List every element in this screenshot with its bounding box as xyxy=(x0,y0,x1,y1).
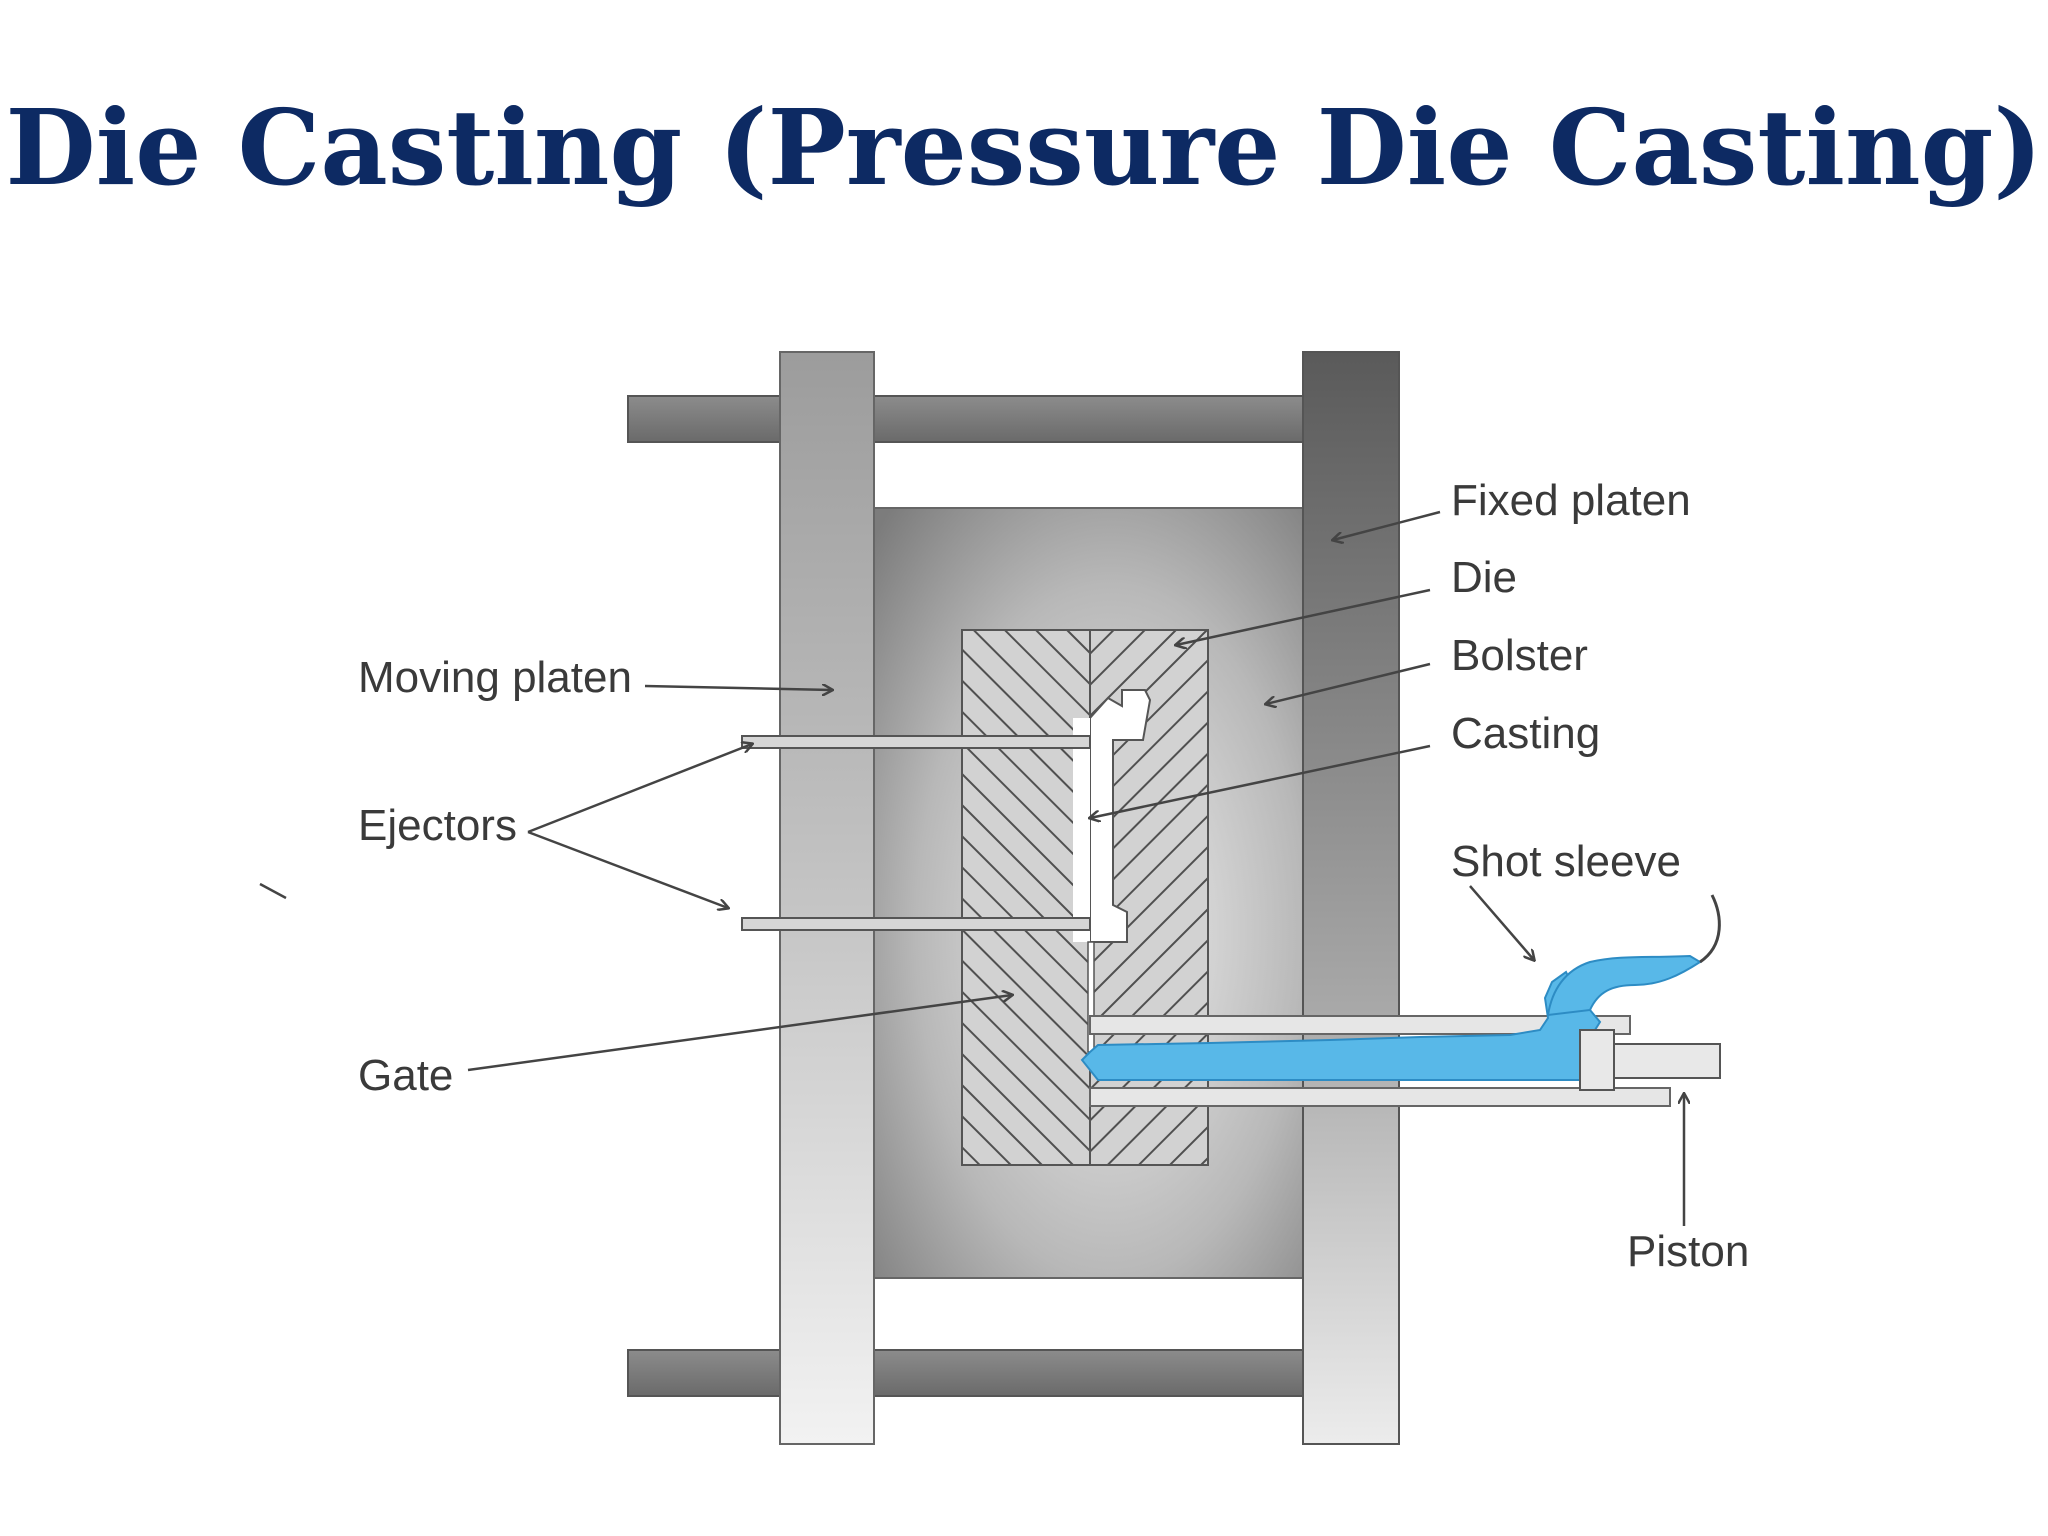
label-shot-sleeve: Shot sleeve xyxy=(1451,837,1681,886)
leader-lines xyxy=(259,510,1684,1226)
label-ejectors: Ejectors xyxy=(358,801,517,850)
shot-sleeve-top-wall xyxy=(1089,1015,1631,1035)
piston-rod xyxy=(1613,1043,1721,1079)
fixed-platen xyxy=(1302,351,1400,1445)
label-piston: Piston xyxy=(1627,1227,1749,1276)
label-moving-platen: Moving platen xyxy=(358,653,632,702)
piston-head xyxy=(1579,1029,1615,1091)
moving-platen xyxy=(779,351,875,1445)
label-gate: Gate xyxy=(358,1051,453,1100)
ejector-pin-upper xyxy=(741,735,1091,749)
casting-riser xyxy=(1073,718,1090,942)
ladle-curve xyxy=(1699,894,1721,964)
label-bolster: Bolster xyxy=(1451,631,1588,680)
pour-stream xyxy=(1546,954,1702,1017)
tie-bar-top xyxy=(627,395,1304,443)
gate-channel xyxy=(1087,941,1095,1053)
die-moving-half xyxy=(961,629,1091,1166)
label-casting: Casting xyxy=(1451,709,1600,758)
ejector-pin-lower xyxy=(741,917,1091,931)
shot-sleeve-bottom-wall xyxy=(1089,1087,1671,1107)
die-cavity xyxy=(1089,689,1152,943)
label-fixed-platen: Fixed platen xyxy=(1451,476,1691,525)
page-title: Die Casting (Pressure Die Casting) xyxy=(5,86,2043,209)
label-die: Die xyxy=(1451,553,1517,602)
tie-bar-bottom xyxy=(627,1349,1304,1397)
